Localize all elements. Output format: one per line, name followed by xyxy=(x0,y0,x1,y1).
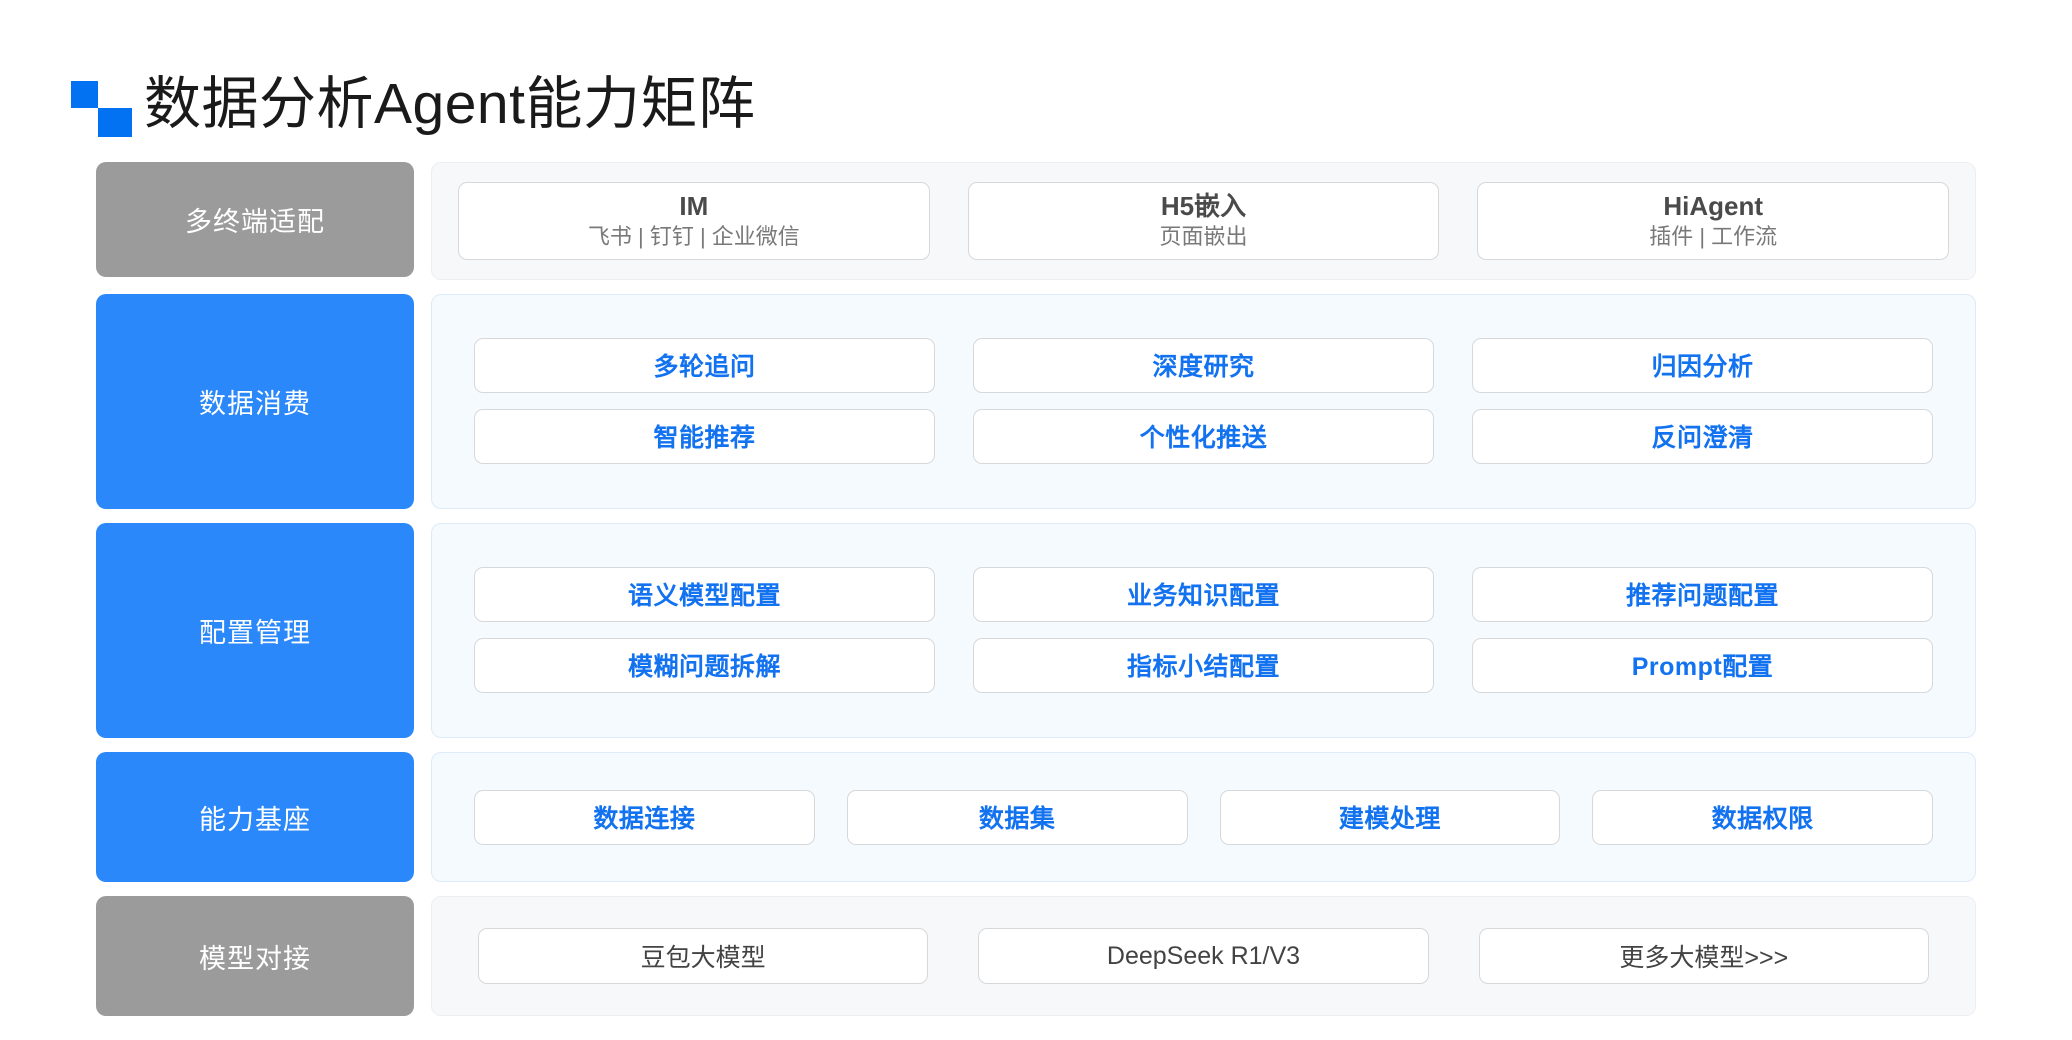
card-recommended-question-config[interactable]: 推荐问题配置 xyxy=(1472,566,1933,622)
card-line: 模糊问题拆解 指标小结配置 Prompt配置 xyxy=(474,637,1933,693)
card-title: 豆包大模型 xyxy=(640,944,766,972)
capability-matrix: 多终端适配 IM 飞书 | 钉钉 | 企业微信 H5嵌入 页面嵌出 HiAgen… xyxy=(96,162,1976,1016)
row-panel-terminal-adaptation: IM 飞书 | 钉钉 | 企业微信 H5嵌入 页面嵌出 HiAgent 插件 |… xyxy=(431,162,1976,280)
row-label-config-management: 配置管理 xyxy=(96,523,414,738)
card-subtitle: 飞书 | 钉钉 | 企业微信 xyxy=(587,223,800,249)
card-smart-recommendation[interactable]: 智能推荐 xyxy=(474,408,935,464)
card-h5-embed[interactable]: H5嵌入 页面嵌出 xyxy=(967,182,1440,260)
card-business-knowledge-config[interactable]: 业务知识配置 xyxy=(973,566,1434,622)
card-title: IM xyxy=(679,190,709,221)
card-prompt-config[interactable]: Prompt配置 xyxy=(1472,637,1933,693)
card-semantic-model-config[interactable]: 语义模型配置 xyxy=(474,566,935,622)
logo-square-small xyxy=(71,81,98,108)
row-label-text: 多终端适配 xyxy=(185,207,325,237)
card-subtitle: 插件 | 工作流 xyxy=(1649,223,1778,249)
card-more-models[interactable]: 更多大模型>>> xyxy=(1478,928,1929,984)
row-label-text: 配置管理 xyxy=(199,618,311,648)
row-label-text: 数据消费 xyxy=(199,389,311,419)
row-label-model-integration: 模型对接 xyxy=(96,896,414,1016)
card-personalized-push[interactable]: 个性化推送 xyxy=(973,408,1434,464)
matrix-row: 模型对接 豆包大模型 DeepSeek R1/V3 更多大模型>>> xyxy=(96,896,1976,1016)
card-line: 数据连接 数据集 建模处理 数据权限 xyxy=(474,789,1933,845)
card-title: H5嵌入 xyxy=(1160,190,1247,221)
card-deep-research[interactable]: 深度研究 xyxy=(973,337,1434,393)
card-dataset[interactable]: 数据集 xyxy=(846,789,1188,845)
row-panel-model-integration: 豆包大模型 DeepSeek R1/V3 更多大模型>>> xyxy=(431,896,1976,1016)
card-hiagent[interactable]: HiAgent 插件 | 工作流 xyxy=(1477,182,1950,260)
matrix-row: 能力基座 数据连接 数据集 建模处理 数据权限 xyxy=(96,752,1976,882)
card-line: 语义模型配置 业务知识配置 推荐问题配置 xyxy=(474,566,1933,622)
card-doubao-model[interactable]: 豆包大模型 xyxy=(478,928,929,984)
matrix-row: 数据消费 多轮追问 深度研究 归因分析 智能推荐 个性化推送 反问澄清 xyxy=(96,294,1976,509)
card-im[interactable]: IM 飞书 | 钉钉 | 企业微信 xyxy=(458,182,930,260)
card-subtitle: 页面嵌出 xyxy=(1159,223,1248,249)
card-multi-turn-followup[interactable]: 多轮追问 xyxy=(474,337,935,393)
card-title: HiAgent xyxy=(1663,190,1764,221)
logo-square-large xyxy=(98,108,132,137)
row-label-text: 能力基座 xyxy=(199,804,311,835)
row-label-capability-foundation: 能力基座 xyxy=(96,752,414,882)
row-label-data-consumption: 数据消费 xyxy=(96,294,414,509)
card-data-permission[interactable]: 数据权限 xyxy=(1592,789,1933,845)
row-label-terminal-adaptation: 多终端适配 xyxy=(96,162,414,277)
card-ambiguous-question-decomposition[interactable]: 模糊问题拆解 xyxy=(474,637,935,693)
card-title: DeepSeek R1/V3 xyxy=(1106,941,1301,970)
card-title: 更多大模型>>> xyxy=(1619,944,1789,972)
row-panel-capability-foundation: 数据连接 数据集 建模处理 数据权限 xyxy=(431,752,1976,882)
card-line: IM 飞书 | 钉钉 | 企业微信 H5嵌入 页面嵌出 HiAgent 插件 |… xyxy=(458,182,1950,260)
card-line: 豆包大模型 DeepSeek R1/V3 更多大模型>>> xyxy=(478,928,1929,984)
matrix-row: 配置管理 语义模型配置 业务知识配置 推荐问题配置 模糊问题拆解 指标小结配置 … xyxy=(96,523,1976,738)
row-panel-data-consumption: 多轮追问 深度研究 归因分析 智能推荐 个性化推送 反问澄清 xyxy=(431,294,1976,509)
two-squares-logo-icon xyxy=(62,76,132,137)
card-attribution-analysis[interactable]: 归因分析 xyxy=(1472,337,1933,393)
card-data-connection[interactable]: 数据连接 xyxy=(474,789,815,845)
card-deepseek-model[interactable]: DeepSeek R1/V3 xyxy=(978,928,1429,984)
card-modeling-processing[interactable]: 建模处理 xyxy=(1219,789,1561,845)
row-panel-config-management: 语义模型配置 业务知识配置 推荐问题配置 模糊问题拆解 指标小结配置 Promp… xyxy=(431,523,1976,738)
card-clarifying-question[interactable]: 反问澄清 xyxy=(1472,408,1933,464)
row-label-text: 模型对接 xyxy=(199,943,311,974)
card-line: 智能推荐 个性化推送 反问澄清 xyxy=(474,408,1933,464)
card-line: 多轮追问 深度研究 归因分析 xyxy=(474,337,1933,393)
card-metric-summary-config[interactable]: 指标小结配置 xyxy=(973,637,1434,693)
page-header: 数据分析Agent能力矩阵 xyxy=(0,58,755,150)
matrix-row: 多终端适配 IM 飞书 | 钉钉 | 企业微信 H5嵌入 页面嵌出 HiAgen… xyxy=(96,162,1976,280)
page-title: 数据分析Agent能力矩阵 xyxy=(144,71,756,136)
